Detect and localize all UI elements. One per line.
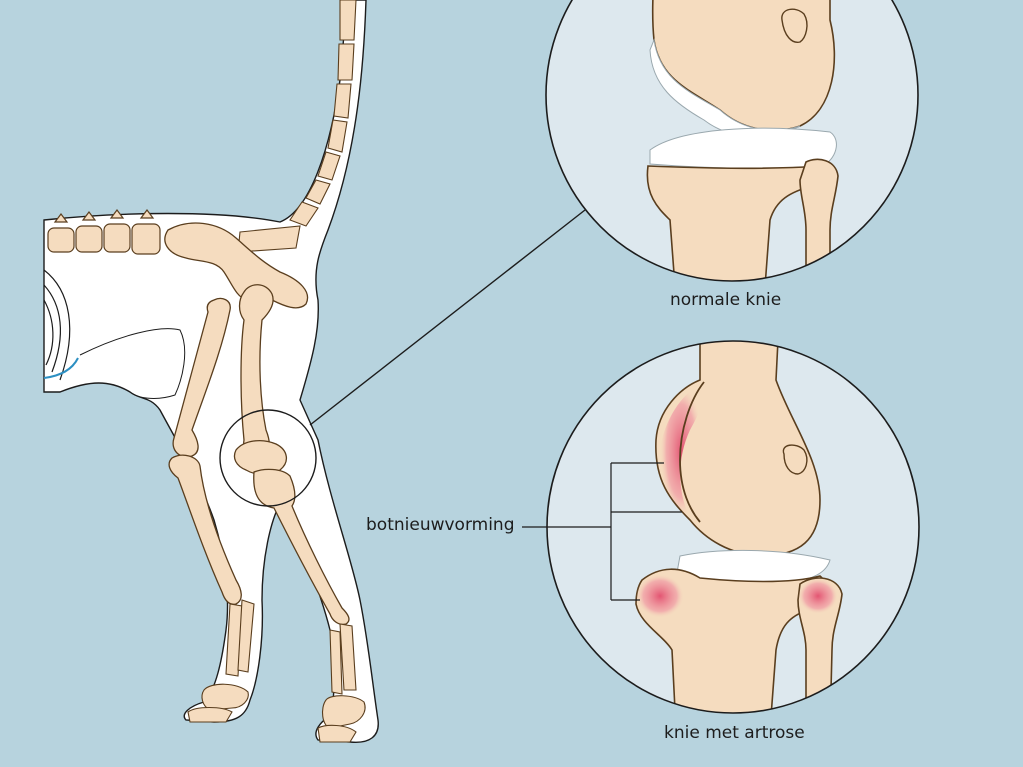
dog-hindquarter	[43, 0, 379, 743]
arthritic-knee-detail	[546, 340, 920, 714]
arthritic-fibula-lesion	[798, 578, 838, 614]
arthritic-femur-lesion	[659, 384, 704, 518]
femur-far-leg	[172, 297, 231, 458]
bone-remodeling-label: botnieuwvorming	[366, 515, 515, 535]
hind-paw-near	[317, 623, 366, 743]
hind-paw-far	[187, 599, 255, 723]
spine	[47, 209, 161, 255]
normal-femur-cartilage	[649, 38, 801, 138]
tail-vertebrae	[237, 0, 357, 253]
arthritic-fibula	[797, 577, 843, 713]
arthritic-patella	[782, 444, 808, 475]
connector-line	[309, 209, 586, 426]
belly-outline	[79, 328, 186, 399]
normal-knee-label: normale knie	[670, 290, 782, 310]
tibia-far-leg	[168, 454, 242, 605]
knee-focus-circle	[219, 409, 317, 507]
arthritic-knee-label: knie met artrose	[664, 723, 805, 743]
normal-knee-detail	[545, 0, 919, 282]
arthritic-tibia-lesion-left	[636, 574, 684, 618]
ribs	[43, 269, 79, 381]
bone-remodeling-bracket	[522, 462, 682, 601]
tibia	[253, 468, 350, 626]
normal-patella	[781, 8, 808, 43]
